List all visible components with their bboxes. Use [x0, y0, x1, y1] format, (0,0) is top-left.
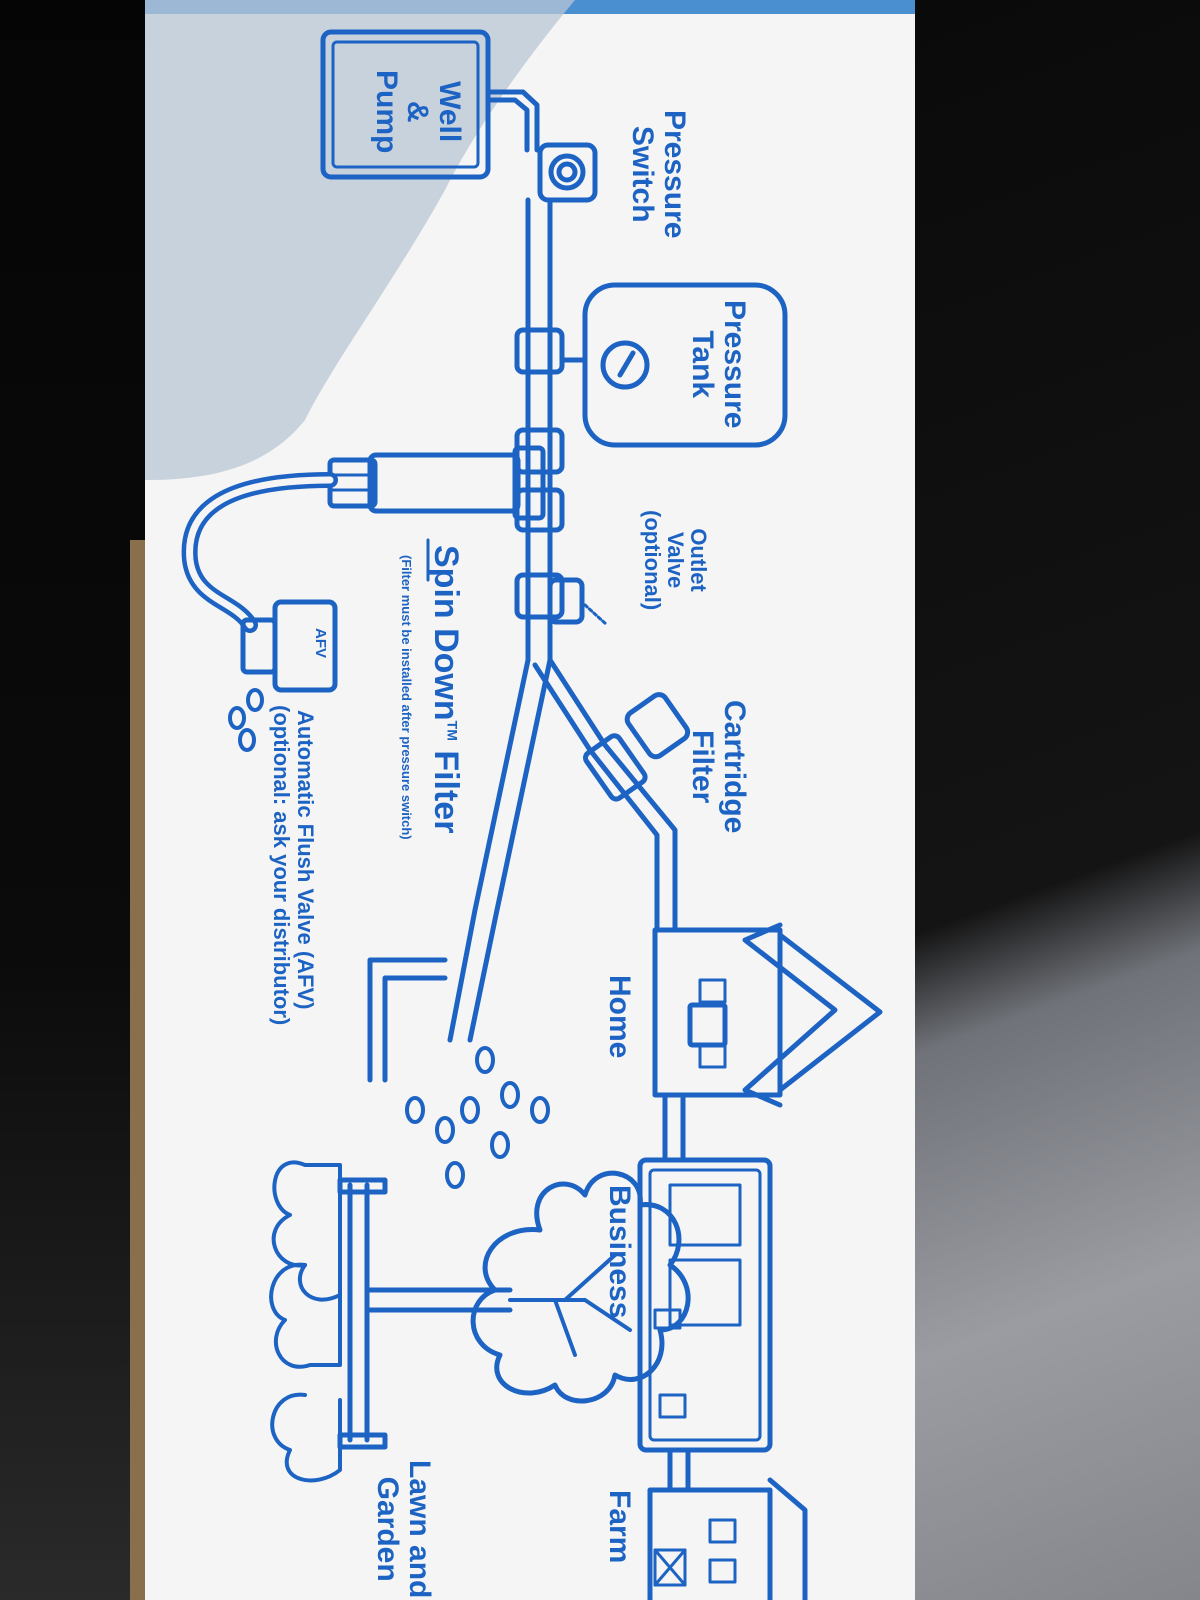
outlet-valve-label-line1: Outlet: [686, 528, 711, 592]
box-panel: Well & Pump Pressure Switch Pressure Tan…: [145, 0, 915, 1600]
lawn-garden-label-line2: Garden: [371, 1476, 405, 1582]
lawn-garden-label: Lawn and Garden: [371, 1460, 437, 1599]
background-sunlit-floor: [900, 0, 1200, 1600]
branch-pipe-lawn: [447, 657, 553, 1043]
box-shadow: [145, 0, 575, 480]
cartridge-filter-label-line2: Filter: [686, 730, 720, 804]
home-icon: [652, 922, 883, 1108]
water-drops-icon: [405, 1046, 550, 1189]
well-pump-label: Well & Pump: [370, 70, 466, 154]
outlet-valve-icon: [547, 577, 609, 627]
spin-down-filter-label: Spin DownTM Filter: [427, 545, 465, 834]
well-pump-label-line2: &: [401, 100, 435, 123]
pressure-switch-icon: [537, 142, 598, 203]
pressure-tank-label-line2: Tank: [686, 330, 720, 399]
spin-down-filter-word: Filter: [427, 740, 465, 834]
sprinkler-pipe: [367, 957, 448, 1083]
background-dark-floor: [0, 0, 145, 1600]
branch-pipe-house: [532, 657, 678, 933]
well-pump-icon: [320, 29, 540, 180]
home-label: Home: [603, 975, 636, 1059]
spin-down-note: (Filter must be installed after pressure…: [399, 555, 414, 840]
business-label: Business: [603, 1185, 636, 1319]
well-pump-label-line1: Well: [433, 81, 466, 143]
afv-note: (optional: ask your distributor): [269, 705, 294, 1026]
outlet-valve-label: Outlet Valve (optional): [639, 510, 711, 611]
pressure-tank-icon: [559, 282, 788, 448]
lawn-garden-label-line1: Lawn and: [403, 1460, 436, 1599]
pipe-coupling: [514, 572, 565, 620]
tree-icon: [367, 1170, 691, 1404]
pressure-tank-label: Pressure Tank: [686, 300, 752, 429]
afv-icon: [240, 599, 338, 693]
afv-box-label: AFV: [312, 628, 329, 658]
pipe-coupling: [514, 327, 565, 375]
pressure-tank-label-line1: Pressure: [718, 300, 751, 429]
cartridge-filter-label: Cartridge Filter: [686, 700, 752, 834]
pipe-coupling: [514, 487, 565, 533]
plumbing-diagram: [181, 29, 883, 1600]
business-icon: [637, 1157, 773, 1453]
farm-label: Farm: [603, 1490, 636, 1564]
trademark-mark: TM: [444, 720, 461, 741]
cardboard-edge: [130, 540, 146, 1600]
spin-down-name: Spin Down: [427, 545, 465, 721]
cartridge-filter-icon: [582, 692, 691, 802]
cartridge-filter-label-line1: Cartridge: [718, 700, 751, 834]
pressure-switch-label: Pressure Switch: [626, 110, 692, 239]
pipe-coupling: [514, 427, 565, 475]
afv-title: Automatic Flush Valve (AFV): [293, 710, 318, 1010]
spin-down-filter-icon: [327, 445, 546, 582]
sprinkler-icon: [269, 1160, 388, 1483]
pressure-switch-label-line1: Pressure: [658, 110, 691, 239]
farm-icon: [647, 1477, 808, 1600]
well-pump-label-line3: Pump: [370, 70, 403, 154]
outlet-valve-label-line3: (optional): [639, 510, 665, 611]
afv-drips-icon: [228, 688, 264, 752]
pressure-switch-label-line2: Switch: [626, 125, 660, 223]
outlet-valve-label-line2: Valve: [662, 531, 688, 589]
